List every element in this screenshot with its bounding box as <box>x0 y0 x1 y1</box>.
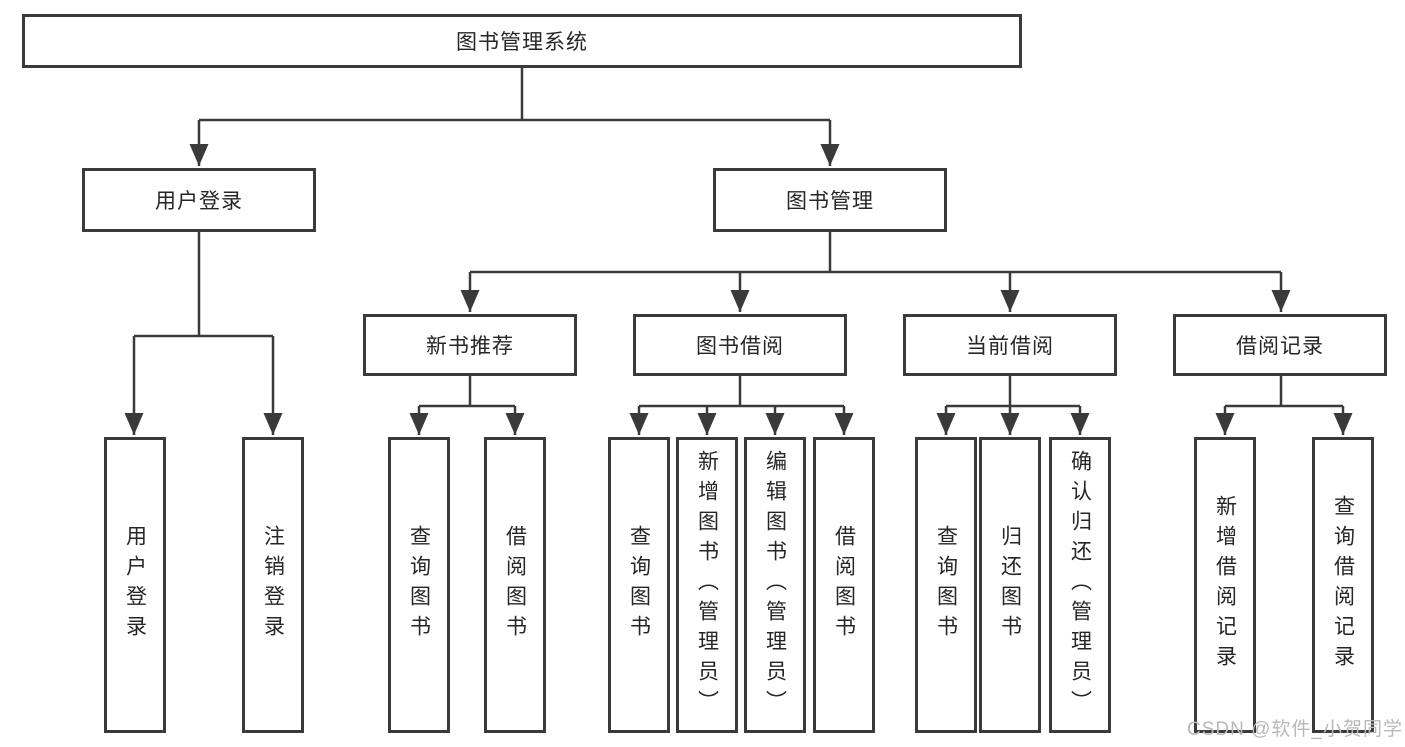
leaf-query-books-borrow: 查询图书 <box>608 437 670 733</box>
leaf-add-borrow-record-label: 新增借阅记录 <box>1213 495 1237 675</box>
leaf-edit-books-admin-label: 编辑图书（管理员） <box>763 450 787 720</box>
leaf-return-books-label: 归还图书 <box>998 525 1022 645</box>
leaf-borrow-books-borrow-label: 借阅图书 <box>832 525 856 645</box>
leaf-confirm-return-admin-label: 确认归还（管理员） <box>1068 450 1092 720</box>
leaf-logout: 注销登录 <box>242 437 304 733</box>
leaf-return-books: 归还图书 <box>979 437 1041 733</box>
leaf-query-books-current-label: 查询图书 <box>934 525 958 645</box>
node-book-management: 图书管理 <box>713 168 947 232</box>
leaf-user-login: 用户登录 <box>104 437 166 733</box>
node-book-borrow: 图书借阅 <box>633 314 847 376</box>
node-root-label: 图书管理系统 <box>456 31 588 54</box>
node-borrow-records: 借阅记录 <box>1173 314 1387 376</box>
node-borrow-records-label: 借阅记录 <box>1236 335 1324 358</box>
leaf-query-books-recommend: 查询图书 <box>388 437 450 733</box>
node-new-book-recommend-label: 新书推荐 <box>426 335 514 358</box>
node-book-management-label: 图书管理 <box>786 190 874 213</box>
node-user-login: 用户登录 <box>82 168 316 232</box>
node-current-borrow-label: 当前借阅 <box>966 335 1054 358</box>
leaf-borrow-books-recommend: 借阅图书 <box>484 437 546 733</box>
leaf-user-login-label: 用户登录 <box>123 525 147 645</box>
leaf-logout-label: 注销登录 <box>261 525 285 645</box>
leaf-add-books-admin-label: 新增图书（管理员） <box>695 450 719 720</box>
leaf-query-borrow-record: 查询借阅记录 <box>1312 437 1374 733</box>
leaf-add-books-admin: 新增图书（管理员） <box>676 437 738 733</box>
csdn-watermark: CSDN @软件_小贺同学 <box>1187 719 1403 740</box>
node-user-login-label: 用户登录 <box>155 190 243 213</box>
leaf-query-borrow-record-label: 查询借阅记录 <box>1331 495 1355 675</box>
node-new-book-recommend: 新书推荐 <box>363 314 577 376</box>
leaf-borrow-books-recommend-label: 借阅图书 <box>503 525 527 645</box>
leaf-add-borrow-record: 新增借阅记录 <box>1194 437 1256 733</box>
leaf-query-books-borrow-label: 查询图书 <box>627 525 651 645</box>
leaf-confirm-return-admin: 确认归还（管理员） <box>1049 437 1111 733</box>
leaf-borrow-books-borrow: 借阅图书 <box>813 437 875 733</box>
node-current-borrow: 当前借阅 <box>903 314 1117 376</box>
leaf-query-books-current: 查询图书 <box>915 437 977 733</box>
leaf-query-books-recommend-label: 查询图书 <box>407 525 431 645</box>
node-root: 图书管理系统 <box>22 14 1022 68</box>
leaf-edit-books-admin: 编辑图书（管理员） <box>744 437 806 733</box>
node-book-borrow-label: 图书借阅 <box>696 335 784 358</box>
